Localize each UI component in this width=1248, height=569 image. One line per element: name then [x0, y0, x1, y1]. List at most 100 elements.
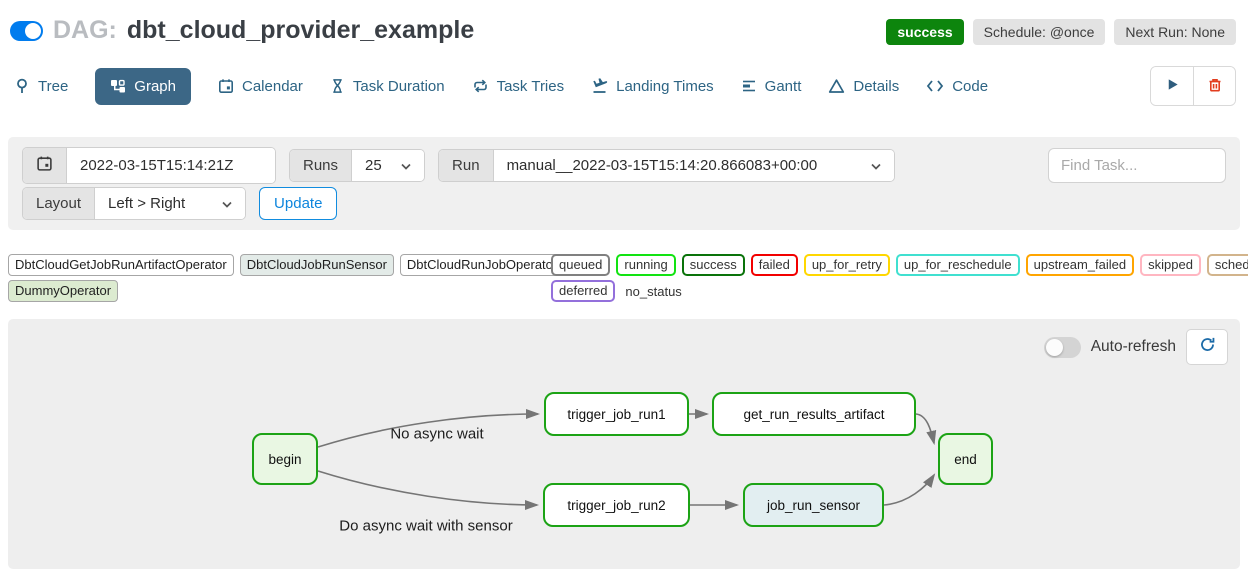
state-badge-running: running [616, 254, 676, 276]
run-select[interactable]: manual__2022-03-15T15:14:20.866083+00:00 [493, 150, 894, 181]
tabs: Tree Graph Calendar Task Duration Task Tries… [14, 67, 988, 105]
operator-badge: DbtCloudRunJobOperator [399, 254, 565, 276]
dag-name: dbt_cloud_provider_example [126, 16, 475, 44]
runs-select[interactable]: 25 [352, 150, 425, 181]
state-badge-skipped: skipped [1140, 254, 1201, 276]
state-badge-up_for_retry: up_for_retry [803, 254, 890, 276]
run-value: manual__2022-03-15T15:14:20.866083+00:00 [506, 157, 818, 174]
dag-title-wrap: DAG: dbt_cloud_provider_example [10, 16, 474, 45]
tab-label: Gantt [764, 77, 802, 95]
chevron-down-icon [222, 195, 232, 212]
tab-label: Tree [38, 77, 69, 95]
find-task-input[interactable] [1048, 148, 1226, 183]
edge-label: Do async wait with sensor [339, 517, 513, 535]
refresh-icon [1199, 336, 1216, 358]
play-icon [1165, 77, 1180, 95]
task-node-job_run_sensor[interactable]: job_run_sensor [743, 483, 884, 527]
tree-icon [14, 78, 30, 94]
edge-begin-to-trigger_job_run2 [317, 470, 540, 511]
runs-value: 25 [365, 157, 382, 174]
tab-tree[interactable]: Tree [14, 78, 68, 95]
tab-label: Landing Times [616, 77, 714, 95]
layout-value: Left > Right [108, 195, 186, 212]
operator-legend-row: DummyOperator [8, 280, 551, 302]
dag-actions [1150, 66, 1236, 106]
toggle-knob [25, 22, 41, 39]
filter-panel: 2022-03-15T15:14:21Z Runs 25 Run manual_… [8, 137, 1240, 230]
run-group: Run manual__2022-03-15T15:14:20.866083+0… [438, 149, 895, 182]
plane-landing-icon [591, 78, 608, 94]
edge-job_run_sensor-to-end [883, 473, 936, 506]
task-node-end[interactable]: end [938, 433, 993, 485]
operator-legend-row: DbtCloudGetJobRunArtifactOperator DbtClou… [8, 254, 565, 276]
layout-group: Layout Left > Right [22, 187, 247, 220]
tab-label: Task Tries [496, 77, 565, 95]
dag-pause-toggle[interactable] [10, 20, 43, 41]
edge-begin-to-trigger_job_run1 [317, 408, 541, 448]
task-node-trigger_job_run2[interactable]: trigger_job_run2 [543, 483, 690, 527]
state-badge-deferred: deferred [551, 280, 616, 302]
tab-calendar[interactable]: Calendar [218, 78, 303, 95]
delete-dag-button[interactable] [1193, 67, 1235, 105]
graph-panel: Auto-refresh begin trigger_job_run1 get_ru… [8, 319, 1240, 569]
edge-label: No async wait [390, 425, 484, 443]
operator-legend: DbtCloudGetJobRunArtifactOperator DbtClou… [8, 254, 565, 306]
tab-label: Calendar [242, 77, 303, 95]
update-button[interactable]: Update [259, 187, 338, 220]
trash-icon [1207, 77, 1223, 96]
base-date-input[interactable]: 2022-03-15T15:14:21Z [67, 148, 275, 183]
graph-edges [317, 408, 937, 511]
tab-gantt[interactable]: Gantt [741, 77, 802, 95]
state-badge-queued: queued [551, 254, 611, 276]
trigger-dag-button[interactable] [1151, 67, 1193, 105]
chevron-down-icon [401, 157, 411, 174]
layout-select[interactable]: Left > Right [95, 188, 246, 219]
tab-task-duration[interactable]: Task Duration [330, 78, 445, 95]
task-node-begin[interactable]: begin [252, 433, 318, 485]
gantt-icon [741, 78, 757, 94]
chevron-down-icon [870, 157, 881, 174]
base-date-group: 2022-03-15T15:14:21Z [22, 147, 276, 184]
hourglass-icon [330, 78, 345, 94]
refresh-button[interactable] [1186, 329, 1228, 365]
view-tabbar: Tree Graph Calendar Task Duration Task Tries… [0, 65, 1248, 107]
status-badge: success [886, 19, 964, 45]
state-badge-up_for_reschedule: up_for_reschedule [895, 254, 1020, 276]
graph-icon [110, 78, 126, 94]
dag-label: DAG: [53, 16, 117, 44]
state-badge-no_status: no_status [625, 283, 682, 299]
next-run-badge: Next Run: None [1114, 19, 1236, 45]
state-badge-scheduled: scheduled [1206, 254, 1248, 276]
tab-task-tries[interactable]: Task Tries [472, 77, 565, 95]
tab-graph[interactable]: Graph [95, 67, 191, 105]
autorefresh-toggle[interactable] [1043, 336, 1081, 358]
toggle-knob [1045, 338, 1063, 356]
operator-badge: DbtCloudGetJobRunArtifactOperator [8, 254, 234, 276]
legend: DbtCloudGetJobRunArtifactOperator DbtClou… [8, 254, 1248, 306]
autorefresh-controls: Auto-refresh [1043, 329, 1228, 365]
tab-label: Task Duration [352, 77, 445, 95]
schedule-badge: Schedule: @once [972, 19, 1106, 45]
calendar-icon [36, 155, 53, 176]
filter-row-2: Layout Left > Right Update [22, 187, 1226, 220]
tab-details[interactable]: Details [828, 78, 899, 95]
task-node-get_run_results_artifact[interactable]: get_run_results_artifact [712, 392, 916, 436]
state-legend-row: deferred no_status [551, 280, 1248, 302]
task-node-trigger_job_run1[interactable]: trigger_job_run1 [544, 392, 689, 436]
state-badge-failed: failed [750, 254, 798, 276]
tab-label: Details [853, 77, 900, 95]
layout-label: Layout [23, 188, 96, 219]
tab-code[interactable]: Code [926, 78, 988, 95]
operator-badge: DummyOperator [8, 280, 119, 302]
state-badge-success: success [681, 254, 745, 276]
edge-get_run_results_artifact-to-end [915, 413, 937, 446]
calendar-addon [23, 148, 67, 183]
dag-header: DAG: dbt_cloud_provider_example success … [0, 0, 1248, 45]
code-icon [926, 79, 944, 93]
tab-landing-times[interactable]: Landing Times [591, 78, 714, 95]
runs-group: Runs 25 [289, 149, 426, 182]
triangle-icon [828, 78, 845, 94]
